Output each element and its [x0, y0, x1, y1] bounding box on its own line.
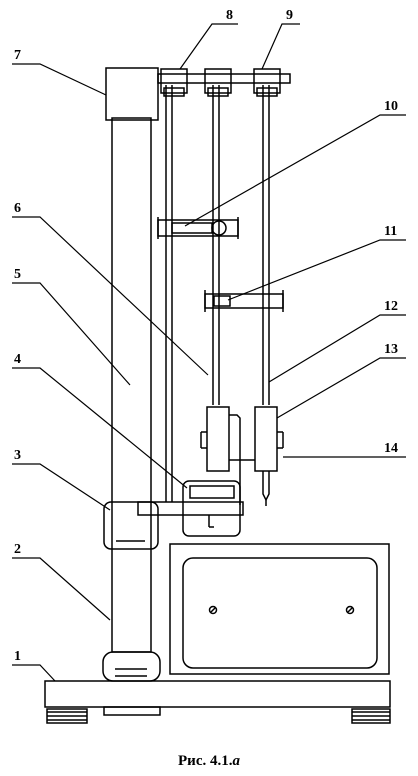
callout-11: 11	[384, 224, 397, 239]
cylinder-right	[254, 406, 278, 472]
callout-7: 7	[14, 48, 21, 63]
callout-4: 4	[14, 352, 21, 367]
holder-left	[160, 68, 188, 94]
callout-14: 14	[384, 441, 398, 456]
callout-6: 6	[14, 201, 21, 216]
base-plate	[44, 680, 391, 708]
callout-10: 10	[384, 99, 398, 114]
main-column	[111, 117, 152, 653]
cable	[229, 414, 241, 505]
bracket-arm	[103, 501, 159, 550]
box-panel	[182, 557, 378, 669]
holder-right	[253, 68, 281, 94]
callout-5: 5	[14, 267, 21, 282]
arm-bar	[137, 501, 244, 516]
control-box	[169, 543, 390, 675]
figure-caption: Рис. 4.1.а	[0, 753, 418, 770]
base-slot	[103, 706, 161, 716]
screw-right-icon	[345, 605, 355, 615]
probe-tip	[262, 471, 270, 502]
callout-1: 1	[14, 649, 21, 664]
caption-prefix: Рис. 4.1.	[178, 753, 233, 769]
callout-8: 8	[226, 8, 233, 23]
arm-clamp	[182, 480, 241, 537]
cylinder-left	[206, 406, 230, 472]
column-top-block	[105, 67, 159, 121]
caption-suffix: а	[232, 753, 240, 769]
callout-12: 12	[384, 299, 398, 314]
callout-13: 13	[384, 342, 398, 357]
callout-3: 3	[14, 448, 21, 463]
arm-clamp-slot	[189, 485, 235, 499]
holder-middle	[204, 68, 232, 94]
top-crossbar	[157, 73, 291, 84]
callout-9: 9	[286, 8, 293, 23]
callout-2: 2	[14, 542, 21, 557]
clamp-upper-knob-icon	[211, 220, 227, 236]
screw-left-icon	[208, 605, 218, 615]
